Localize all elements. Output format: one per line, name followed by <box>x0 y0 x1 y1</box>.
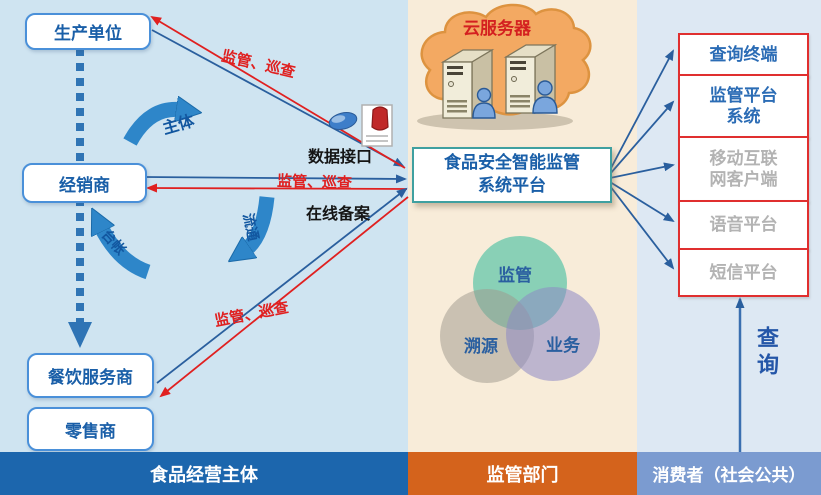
cloud-server-label: 云服务器 <box>463 19 531 38</box>
online-filing-label: 在线备案 <box>306 206 371 223</box>
entity-box-catering: 餐饮服务商 <box>27 353 154 398</box>
entity-box-producer: 生产单位 <box>25 13 151 50</box>
terminal-label: 查询终端 <box>709 45 778 65</box>
curved-arrow-circulation <box>244 196 275 251</box>
curved-arrow-ledger <box>100 225 151 280</box>
entity-label: 生产单位 <box>54 24 122 43</box>
bottom-bar-food-business: 食品经营主体 <box>0 452 408 495</box>
line-platform-to-catering-red <box>159 196 409 398</box>
line-producer-to-platform <box>151 29 405 167</box>
line-platform-to-distributor-red <box>146 183 408 193</box>
line-distributor-to-platform <box>144 174 407 184</box>
venn-circle-business <box>506 287 600 381</box>
platform-box: 食品安全智能监管 系统平台 <box>412 147 612 203</box>
terminal-label: 短信平台 <box>709 262 778 282</box>
fan-line-query-terminal <box>609 49 674 171</box>
terminal-box-supervision-platform: 监管平台 系统 <box>678 74 809 138</box>
bottom-bar-consumers: 消费者（社会公共） <box>637 452 821 495</box>
entity-box-distributor: 经销商 <box>22 163 147 203</box>
supervision-label-middle: 监管、巡查 <box>276 172 353 193</box>
venn-label-supervision: 监管 <box>498 266 532 285</box>
user-icon <box>472 87 496 119</box>
venn-circle-trace <box>440 289 534 383</box>
terminal-box-voice-platform: 语音平台 <box>678 200 809 250</box>
venn-label-trace: 溯源 <box>464 337 498 356</box>
mouse-icon <box>328 112 358 130</box>
entity-label: 零售商 <box>65 421 116 441</box>
bottom-bar-supervision-dept: 监管部门 <box>408 452 637 495</box>
fan-line-supervision-platform <box>609 100 675 175</box>
terminal-box-query-terminal: 查询终端 <box>678 33 809 77</box>
venn-label-business: 业务 <box>546 336 580 355</box>
fan-line-sms-platform <box>609 185 675 270</box>
bar-label: 消费者（社会公共） <box>652 466 806 485</box>
terminal-label: 语音平台 <box>709 215 778 235</box>
terminal-box-mobile-client: 移动互联 网客户端 <box>678 136 809 202</box>
curved-arrow-subject <box>123 109 183 146</box>
terminal-box-sms-platform: 短信平台 <box>678 248 809 297</box>
terminal-label: 监管平台 系统 <box>709 85 778 126</box>
fan-line-voice-platform <box>609 181 675 223</box>
server-tower-right <box>503 43 558 115</box>
user-icon <box>532 80 558 114</box>
data-interface-label: 数据接口 <box>308 149 373 166</box>
bar-label: 监管部门 <box>486 464 559 485</box>
entity-label: 餐饮服务商 <box>48 368 133 387</box>
sealed-document-icon <box>361 104 393 147</box>
terminal-label: 移动互联 网客户端 <box>709 148 778 189</box>
query-label: 查询 <box>754 326 779 380</box>
entity-label: 经销商 <box>59 175 110 195</box>
entity-box-retailer: 零售商 <box>27 407 154 451</box>
fan-line-mobile-client <box>609 162 675 179</box>
bar-label: 食品经营主体 <box>150 464 258 485</box>
cloud-server-graphic <box>417 3 592 130</box>
platform-label: 食品安全智能监管 系统平台 <box>444 153 580 195</box>
dashed-flow-arrowhead <box>68 322 92 348</box>
line-catering-to-platform <box>156 187 408 384</box>
